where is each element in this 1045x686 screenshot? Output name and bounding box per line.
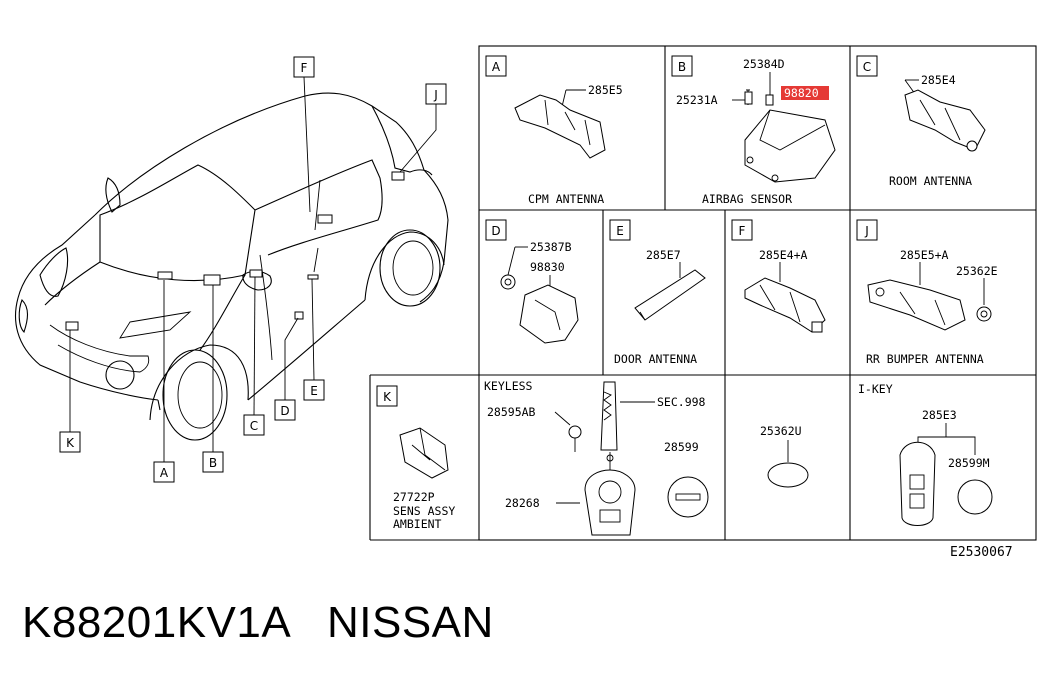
panel-j-part-25362e: 25362E <box>956 264 998 278</box>
panel-j-caption: RR BUMPER ANTENNA <box>866 352 984 366</box>
panel-b: B 25384D 25231A 98820 AIRBAG SENSOR <box>671 55 836 206</box>
footer-brand: NISSAN <box>326 598 494 647</box>
panel-k: K 27722P SENS ASSY AMBIENT <box>376 385 455 531</box>
intelligent-key-part <box>899 441 936 526</box>
panel-grid <box>369 45 1037 541</box>
panel-j: J 285E5+A 25362E RR BUMPER ANTENNA <box>856 219 998 366</box>
keyless-part-sec998: SEC.998 <box>657 395 706 409</box>
panel-c-caption: ROOM ANTENNA <box>889 174 972 188</box>
keyless-part-28268: 28268 <box>505 496 540 510</box>
mechanical-key-part <box>600 381 618 451</box>
part-25362u-number: 25362U <box>760 424 802 438</box>
panel-c-letter: C <box>863 60 871 74</box>
panel-c-part-number: 285E4 <box>921 73 956 87</box>
callout-e: E <box>310 384 318 398</box>
airbag-sensor-part <box>744 89 836 183</box>
callout-c: C <box>250 419 258 433</box>
car-callouts: F J K A B C D E <box>59 56 447 483</box>
panel-keyless: KEYLESS 28595AB SEC.998 28599 28268 <box>484 379 709 536</box>
battery-28599m-part <box>957 479 993 515</box>
footer-part-number: K88201KV1A <box>22 598 289 647</box>
panel-e-letter: E <box>616 224 624 238</box>
panel-25362u: 25362U <box>760 424 809 488</box>
panel-e-caption: DOOR ANTENNA <box>614 352 697 366</box>
callout-k: K <box>66 436 75 450</box>
keyless-heading: KEYLESS <box>484 379 533 393</box>
panel-b-part-98820: 98820 <box>784 86 819 100</box>
key-fob-28268-part <box>584 452 636 536</box>
callout-a: A <box>160 466 169 480</box>
panel-a: A 285E5 CPM ANTENNA <box>485 55 623 206</box>
antenna-285e4a-part <box>744 277 826 333</box>
callout-d: D <box>280 404 289 418</box>
panel-a-letter: A <box>492 60 501 74</box>
battery-28599-part <box>667 476 709 518</box>
callout-f: F <box>301 61 308 75</box>
door-antenna-part <box>634 269 706 321</box>
panel-c: C 285E4 ROOM ANTENNA <box>856 55 986 188</box>
panel-k-letter: K <box>383 390 392 404</box>
panel-k-caption-line1: SENS ASSY <box>393 504 455 518</box>
footer-title: K88201KV1A NISSAN <box>22 598 494 648</box>
panel-e-part-number: 285E7 <box>646 248 681 262</box>
ikey-part-28599m: 28599M <box>948 456 990 470</box>
keyless-part-28599: 28599 <box>664 440 699 454</box>
panel-b-letter: B <box>678 60 686 74</box>
pad-25362u-part <box>767 462 809 488</box>
panel-k-part-number: 27722P <box>393 490 435 504</box>
panel-f-letter: F <box>739 224 746 238</box>
room-antenna-part <box>904 89 986 152</box>
screw-28595ab-part <box>568 425 582 452</box>
panel-d-part-25387b: 25387B <box>530 240 572 254</box>
ikey-heading: I-KEY <box>858 382 893 396</box>
panel-a-caption: CPM ANTENNA <box>528 192 604 206</box>
panel-b-caption: AIRBAG SENSOR <box>702 192 792 206</box>
panel-d-letter: D <box>491 224 500 238</box>
highlight-98820 <box>781 86 829 100</box>
panel-b-part-25231a: 25231A <box>676 93 718 107</box>
panel-d: D 25387B 98830 <box>485 219 579 344</box>
panel-d-part-98830: 98830 <box>530 260 565 274</box>
cpm-antenna-part <box>514 94 606 159</box>
panel-e: E 285E7 DOOR ANTENNA <box>609 219 706 366</box>
callout-j: J <box>433 88 438 102</box>
panel-k-caption-line2: AMBIENT <box>393 517 442 531</box>
panel-f: F 285E4+A <box>731 219 826 333</box>
diagram-code: E2530067 <box>950 545 1013 560</box>
sensor-98830-part <box>500 274 579 344</box>
panel-ikey: I-KEY 285E3 28599M <box>858 382 993 526</box>
keyless-part-28595ab: 28595AB <box>487 405 536 419</box>
car-illustration <box>15 92 449 441</box>
panel-b-part-25384d: 25384D <box>743 57 785 71</box>
panel-j-letter: J <box>864 224 869 238</box>
footer-spacer <box>289 598 327 647</box>
panel-a-part-number: 285E5 <box>588 83 623 97</box>
parts-diagram: F J K A B C D E <box>15 45 1037 560</box>
ikey-part-285e3: 285E3 <box>922 408 957 422</box>
panel-j-part-285e5a: 285E5+A <box>900 248 949 262</box>
ambient-sensor-part <box>399 427 449 479</box>
rr-bumper-antenna-part <box>867 279 992 331</box>
panel-f-part-number: 285E4+A <box>759 248 808 262</box>
callout-b: B <box>209 456 217 470</box>
